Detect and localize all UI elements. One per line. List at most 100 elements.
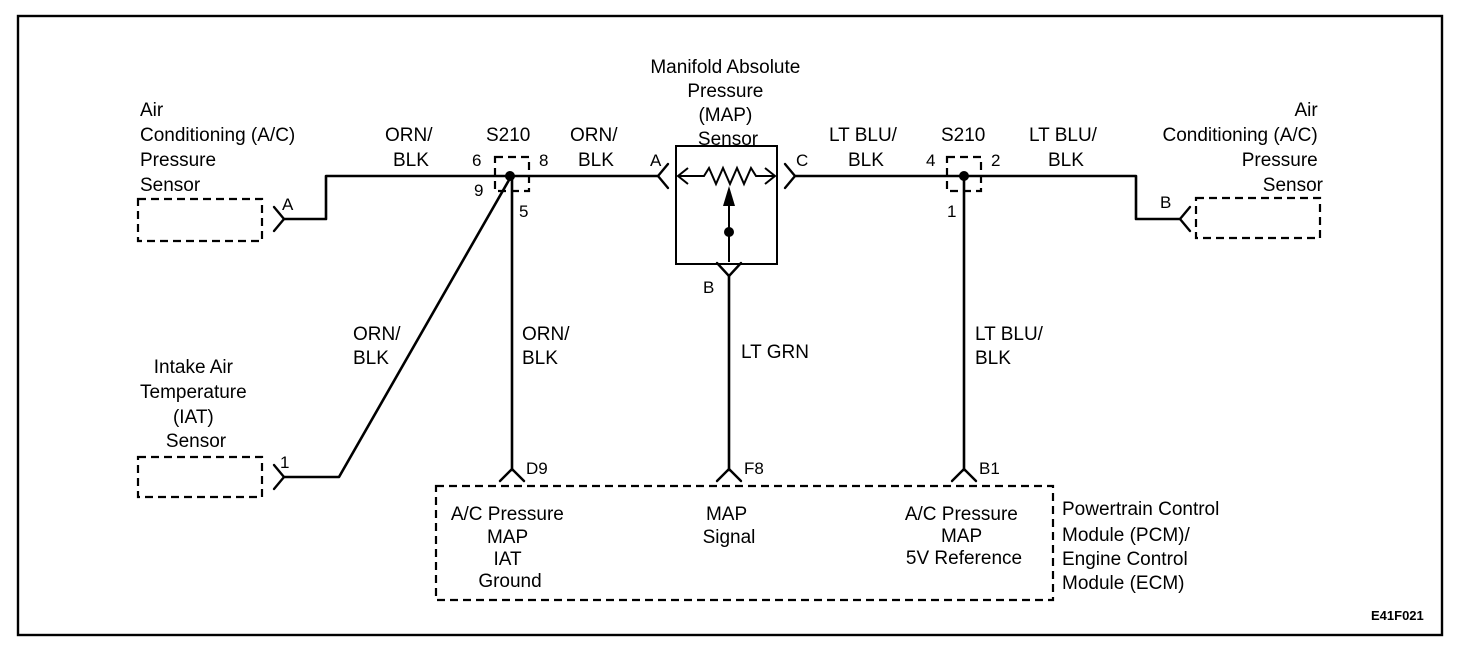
s210-right-pin-1: 1 <box>947 202 956 221</box>
pcm-terminal-f8 <box>715 467 743 483</box>
pcm-b1-circuit-line2: MAP <box>941 526 982 547</box>
svg-text:ORN/ BLK: ORN/ BLK <box>353 324 406 369</box>
pcm-label-line1: Powertrain Control <box>1062 499 1219 520</box>
wire-orn-blk-label-1a: ORN/ <box>385 125 433 146</box>
map-label-line4: Sensor <box>698 129 759 150</box>
svg-text:ORN/ BLK: ORN/ BLK <box>385 125 438 171</box>
pcm-terminal-b1 <box>950 467 978 483</box>
wire-lt-blu-blk-label-2b: BLK <box>1048 150 1084 171</box>
splice-s210-left: S210 6 8 9 5 <box>472 125 548 221</box>
map-label-line2: Pressure <box>687 81 763 102</box>
wire-lt-blu-blk-label-1a: LT BLU/ <box>829 125 898 146</box>
diagram-frame <box>16 14 1444 637</box>
pcm-ecm-module: D9 F8 B1 A/C Pressure MAP IAT Ground MAP… <box>434 459 1225 602</box>
pcm-terminal-d9 <box>498 467 526 483</box>
s210-right-pin-2: 2 <box>991 151 1000 170</box>
s210-left-pin-5: 5 <box>519 202 528 221</box>
svg-text:A/C Pressure MAP 5: A/C Pressure MAP 5V Reference <box>905 504 1023 569</box>
ac-right-label-line2: Conditioning (A/C) <box>1162 125 1317 146</box>
ac-pressure-sensor-right: Air Conditioning (A/C) Pressure Sensor B <box>1160 100 1324 240</box>
pcm-terminal-d9-label: D9 <box>526 459 548 478</box>
pcm-d9-circuit-line2: MAP <box>487 527 528 548</box>
pcm-b1-circuit-line3: 5V Reference <box>906 548 1022 569</box>
wire-orn-blk-label-2a: ORN/ <box>570 125 618 146</box>
pcm-label-line3: Engine Control <box>1062 549 1188 570</box>
map-resistor-arrow-right <box>764 167 777 185</box>
svg-text:LT BLU/ BLK: LT BLU/ BLK <box>829 125 902 171</box>
pcm-label-line2: Module (PCM)/ <box>1062 525 1190 546</box>
iat-terminal-label: 1 <box>280 453 289 472</box>
pcm-f8-circuit-line1: MAP <box>706 504 747 525</box>
svg-text:LT BLU/ BLK: LT BLU/ BLK <box>975 324 1048 369</box>
svg-text:Powertrain Control Modul: Powertrain Control Module (PCM)/ Engine … <box>1062 499 1225 594</box>
svg-text:Air Conditioning (A/C): Air Conditioning (A/C) Pressure Sensor <box>140 100 301 196</box>
ac-left-label-line3: Pressure <box>140 150 216 171</box>
wire-orn-blk-label-2b: BLK <box>578 150 614 171</box>
ac-right-connector-terminal <box>1178 205 1192 233</box>
wire-s210-right-to-ac-right <box>962 174 1182 221</box>
svg-text:MAP Signal: MAP Signal <box>703 504 756 548</box>
wire-orn-blk-label-4a: ORN/ <box>353 324 401 345</box>
pcm-d9-circuit-line4: Ground <box>478 571 541 592</box>
svg-text:LT BLU/ BLK: LT BLU/ BLK <box>1029 125 1102 171</box>
wire-ac-left-to-s210 <box>282 174 512 221</box>
map-wiper-arrowhead <box>723 186 735 206</box>
ac-left-label-line2: Conditioning (A/C) <box>140 125 295 146</box>
iat-sensor-box <box>136 455 264 499</box>
iat-sensor: Intake Air Temperature (IAT) Sensor 1 <box>136 357 289 499</box>
svg-text:Manifold Absolute Pressu: Manifold Absolute Pressure (MAP) Sensor <box>650 57 805 150</box>
ac-pressure-sensor-left: Air Conditioning (A/C) Pressure Sensor A <box>136 100 301 243</box>
s210-right-name: S210 <box>941 125 985 146</box>
pcm-d9-circuit-line1: A/C Pressure <box>451 504 564 525</box>
svg-text:A/C Pressure MAP I: A/C Pressure MAP IAT Ground <box>451 504 569 592</box>
pcm-f8-circuit-line2: Signal <box>703 527 756 548</box>
map-sensor: Manifold Absolute Pressure (MAP) Sensor … <box>650 57 808 297</box>
wire-lt-blu-blk-label-3b: BLK <box>975 348 1011 369</box>
map-sensor-box <box>675 145 778 265</box>
map-wiper-junction <box>724 227 734 237</box>
pcm-box <box>434 484 1055 602</box>
wire-lt-blu-blk-label-2a: LT BLU/ <box>1029 125 1098 146</box>
map-terminal-c <box>783 162 797 190</box>
wire-orn-blk-label-3a: ORN/ <box>522 324 570 345</box>
map-terminal-a <box>656 162 670 190</box>
ac-sensor-left-box <box>136 197 264 243</box>
wire-lt-blu-blk-label-3a: LT BLU/ <box>975 324 1044 345</box>
pcm-terminal-b1-label: B1 <box>979 459 1000 478</box>
map-potentiometer-resistor <box>678 165 775 187</box>
ac-right-label-line1: Air <box>1294 100 1318 121</box>
svg-text:Intake Air Temperature: Intake Air Temperature (IAT) Sensor <box>140 357 252 452</box>
pcm-terminal-f8-label: F8 <box>744 459 764 478</box>
wire-lt-grn-label: LT GRN <box>741 342 809 363</box>
map-terminal-c-label: C <box>796 151 808 170</box>
pcm-label-line4: Module (ECM) <box>1062 573 1184 594</box>
splice-s210-right: S210 4 2 1 <box>926 125 1000 221</box>
pcm-d9-circuit-line3: IAT <box>493 549 522 570</box>
wire-lt-blu-blk-label-1b: BLK <box>848 150 884 171</box>
map-label-line3: (MAP) <box>698 105 752 126</box>
map-resistor-arrow-left <box>676 167 689 185</box>
s210-left-pin-9: 9 <box>474 181 483 200</box>
iat-label-line3: (IAT) <box>173 407 214 428</box>
map-terminal-a-label: A <box>650 151 662 170</box>
ac-right-label-line3: Pressure <box>1242 150 1318 171</box>
svg-text:ORN/ BLK: ORN/ BLK <box>570 125 623 171</box>
iat-label-line2: Temperature <box>140 382 247 403</box>
map-label-line1: Manifold Absolute <box>650 57 800 78</box>
iat-label-line1: Intake Air <box>154 357 234 378</box>
s210-left-pin-8: 8 <box>539 151 548 170</box>
ac-left-label-line4: Sensor <box>140 175 201 196</box>
s210-right-pin-4: 4 <box>926 151 935 170</box>
ac-right-terminal-label: B <box>1160 193 1171 212</box>
svg-text:ORN/ BLK: ORN/ BLK <box>522 324 575 369</box>
ac-left-label-line1: Air <box>140 100 164 121</box>
ac-right-label-line4: Sensor <box>1263 175 1324 196</box>
s210-left-name: S210 <box>486 125 530 146</box>
pcm-b1-circuit-line1: A/C Pressure <box>905 504 1018 525</box>
map-terminal-b-label: B <box>703 278 714 297</box>
wire-iat-to-s210 <box>282 178 511 479</box>
iat-label-line4: Sensor <box>166 431 227 452</box>
ac-left-terminal-label: A <box>282 195 294 214</box>
s210-left-pin-6: 6 <box>472 151 481 170</box>
